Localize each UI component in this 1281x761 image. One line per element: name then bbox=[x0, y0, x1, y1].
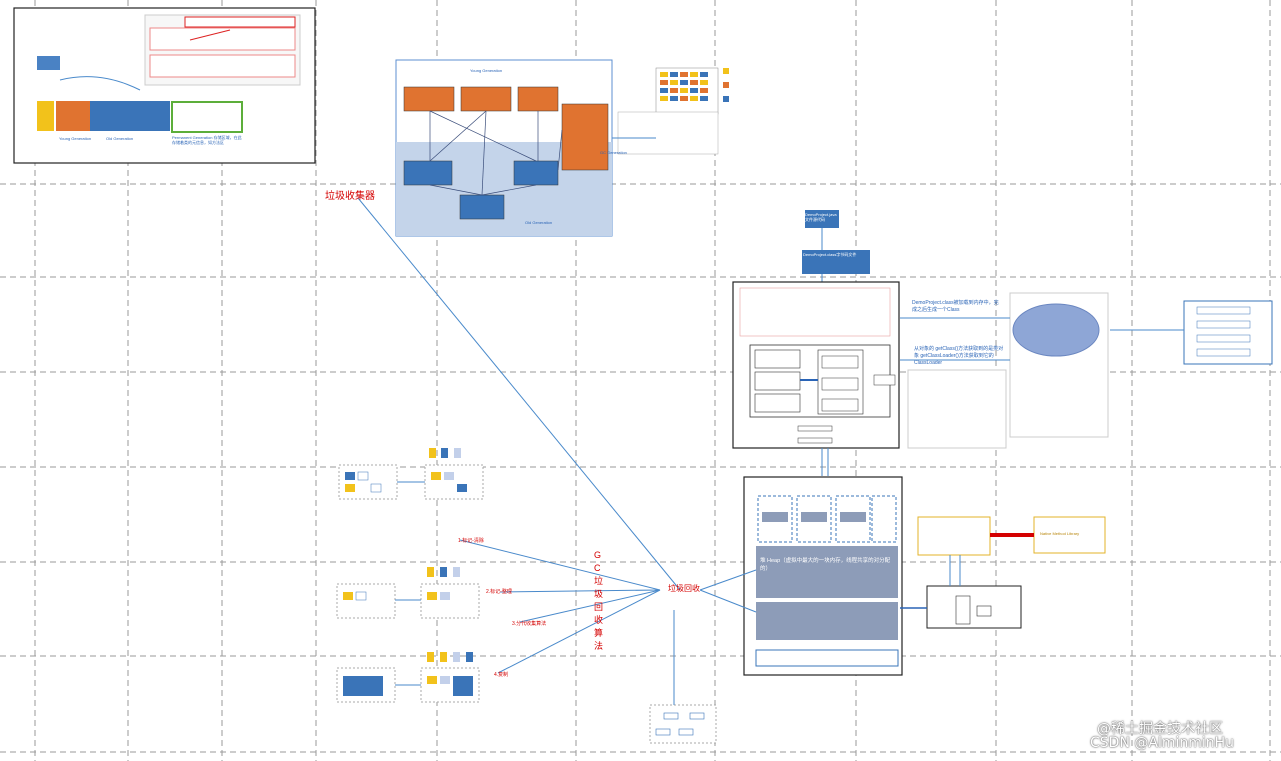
watermark-juejin: @稀土掘金技术社区 bbox=[1097, 721, 1223, 737]
gc-collector-label: 垃圾收集器 bbox=[325, 191, 375, 202]
gc-tiles bbox=[336, 448, 717, 744]
permanent-note: Permanent Generation 存储区域，在此存储着类的元信息，如方法… bbox=[172, 135, 242, 145]
gc-generation-label: GC Generation bbox=[600, 150, 627, 155]
connectors bbox=[357, 137, 757, 686]
svg-text:Young Generation: Young Generation bbox=[59, 136, 91, 141]
algo-4-label: 4.复制 bbox=[494, 672, 509, 678]
algo-1-label: 1.标记-清除 bbox=[458, 538, 484, 544]
generation-diagram bbox=[395, 59, 613, 237]
heap-title: 堆 Heap（虚拟中最大的一块内存，线程共享的对分配的） bbox=[760, 558, 891, 572]
algo-2-label: 2.标记-整理 bbox=[486, 589, 512, 595]
young-generation-label: Young Generation bbox=[470, 68, 503, 73]
native-library-label: Native Method Library bbox=[1040, 531, 1080, 536]
runtime-area bbox=[743, 476, 1106, 676]
source-file-label: DemoProject.java文件源代码 bbox=[805, 212, 837, 222]
memory-tiles bbox=[617, 67, 729, 155]
gc-recycle-label: 垃圾回收 bbox=[668, 584, 700, 593]
classloader-column bbox=[732, 210, 900, 476]
getclass-note: 从对象的 getClass()方法获取到的是类对象 getClassLoader… bbox=[914, 346, 1004, 366]
watermark-csdn: CSDN @AlminminHu bbox=[1090, 735, 1235, 751]
right-panels bbox=[900, 292, 1273, 449]
gc-algorithm-label: GC 垃 圾 回 收 算 法 bbox=[594, 550, 604, 651]
algo-3-label: 3.分代收集算法 bbox=[512, 621, 547, 627]
classloader-note: DemoProject.class被加载到内存中，完成之后生成一个Class bbox=[912, 300, 999, 313]
class-file-label: DemoProject.class字节码文件 bbox=[803, 252, 857, 257]
svg-text:Old Generation: Old Generation bbox=[106, 136, 133, 141]
overview-panel bbox=[13, 7, 316, 164]
old-generation-label: Old Generation bbox=[525, 220, 553, 225]
